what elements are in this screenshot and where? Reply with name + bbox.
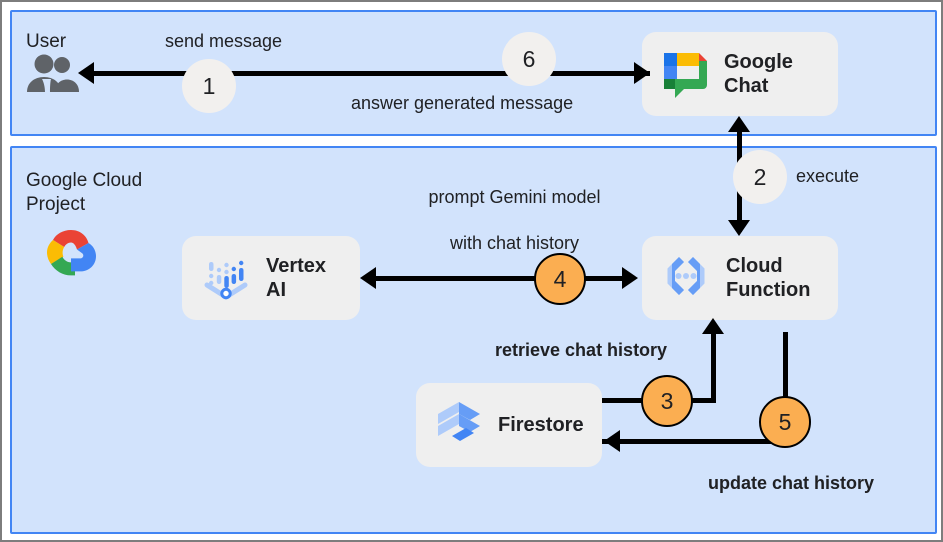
edge-chat-to-cloud-function-arrowhead (728, 220, 750, 236)
edge-cloud-function-to-vertex-arrowhead (360, 267, 376, 289)
firestore-icon (432, 396, 486, 455)
step-badge-4: 4 (534, 253, 586, 305)
label-send-message: send message (165, 31, 283, 51)
edge-user-to-chat-arrowhead (634, 62, 650, 84)
edge-vertex-to-cloud-function-arrowhead (622, 267, 638, 289)
step-badge-1: 1 (182, 59, 236, 113)
edge-cloud-function-to-firestore-arrowhead (604, 430, 620, 452)
label-answer-generated-message: answer generated message (351, 93, 574, 113)
node-google-chat-label: Google Chat (724, 51, 793, 97)
label-prompt-gemini-line1: prompt Gemini model (428, 187, 601, 207)
step-badge-5: 5 (759, 396, 811, 448)
node-cloud-function-label: Cloud Function (726, 255, 811, 301)
edge-cloud-function-to-chat-arrowhead (728, 116, 750, 132)
step-badge-6: 6 (502, 32, 556, 86)
label-prompt-gemini-model: prompt Gemini model with chat history (412, 186, 617, 255)
label-retrieve-chat-history: retrieve chat history (495, 340, 668, 360)
edge-riser-to-cloud-function (711, 332, 716, 401)
node-firestore-label: Firestore (498, 414, 584, 436)
node-vertex-ai[interactable]: Vertex AI (182, 236, 360, 320)
edge-chat-to-user-arrowhead (78, 62, 94, 84)
label-update-chat-history: update chat history (708, 473, 875, 493)
step-badge-2: 2 (733, 150, 787, 204)
google-cloud-icon (38, 226, 104, 285)
edge-cloud-function-to-descender (783, 332, 788, 442)
edge-chat-to-user (94, 71, 650, 76)
google-chat-icon (658, 45, 712, 104)
cloud-function-icon (658, 248, 714, 309)
node-google-chat[interactable]: Google Chat (642, 32, 838, 116)
vertex-ai-icon (198, 248, 254, 309)
edge-descender-to-firestore (602, 439, 786, 444)
step-badge-3: 3 (641, 375, 693, 427)
panel-user-caption: User (26, 31, 67, 52)
label-execute: execute (796, 166, 860, 186)
label-prompt-gemini-line2: with chat history (449, 233, 580, 253)
node-vertex-ai-label: Vertex AI (266, 255, 327, 301)
panel-google-cloud-project-caption: Google Cloud Project (26, 170, 143, 215)
users-icon (24, 54, 80, 99)
node-cloud-function[interactable]: Cloud Function (642, 236, 838, 320)
node-firestore[interactable]: Firestore (416, 383, 602, 467)
edge-firestore-to-cloud-function-arrowhead (702, 318, 724, 334)
panel-google-cloud-project (10, 146, 937, 534)
edge-vertex-cloud-function (376, 276, 628, 281)
